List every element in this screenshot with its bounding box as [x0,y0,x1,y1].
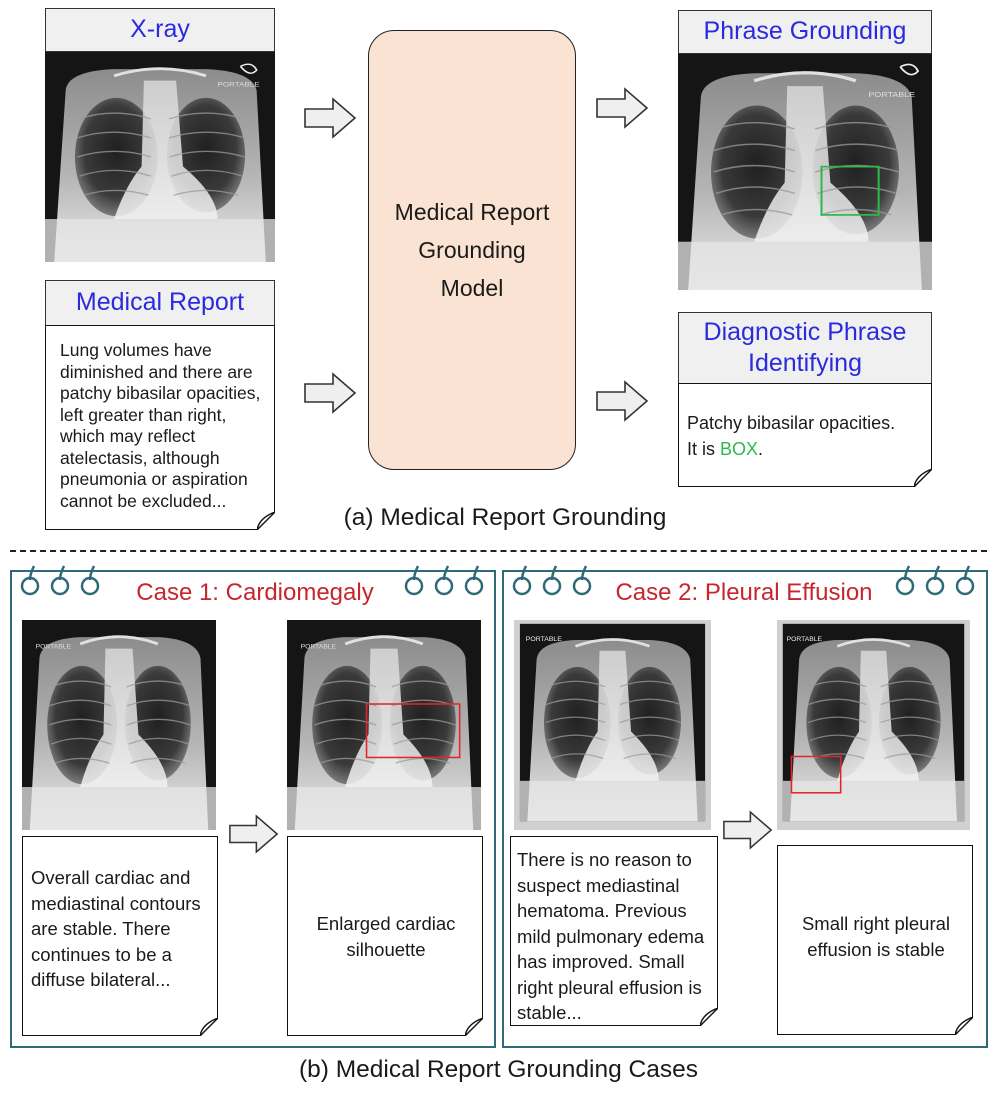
folded-corner-icon [914,469,932,487]
diagnostic-phrase-note: Patchy bibasilar opacities. It is BOX. [678,383,932,487]
xray-tag: PORTABLE [301,644,337,651]
folded-corner-icon [700,1008,718,1026]
spiral-binding-icon [512,565,592,596]
case1-output-xray: PORTABLE [287,620,481,830]
case1-report-note: Overall cardiac and mediastinal contours… [22,836,218,1036]
xray-tag: PORTABLE [218,80,260,88]
case2-report-note: There is no reason to suspect mediastina… [510,836,718,1026]
xray-tag: PORTABLE [526,636,563,643]
xray-tag: PORTABLE [36,644,72,651]
caption-a: (a) Medical Report Grounding [343,504,667,531]
folded-corner-icon [465,1018,483,1036]
folded-corner-icon [257,512,275,530]
right-arrow-icon [304,372,357,414]
case1-report-text: Overall cardiac and mediastinal contours… [31,867,201,990]
right-arrow-icon [304,97,357,139]
right-arrow-icon [596,87,649,129]
case2-title: Case 2: Pleural Effusion [615,579,873,606]
box-token: BOX [720,439,759,459]
diagnostic-phrase-title-text: Diagnostic Phrase Identifying [703,317,907,377]
xray-tag: PORTABLE [869,91,916,99]
grounding-box-green [820,165,880,216]
grounding-box-red [365,703,461,759]
medical-report-title: Medical Report [45,280,275,326]
case1-output-text: Enlarged cardiac silhouette [316,913,456,960]
section-divider [10,550,987,552]
folded-corner-icon [955,1017,973,1035]
xray-title: X-ray [45,8,275,52]
case1-title: Case 1: Cardiomegaly [136,579,374,606]
spiral-binding-icon [895,565,975,596]
right-arrow-icon [596,380,649,422]
medical-report-note: Lung volumes have diminished and there a… [45,325,275,530]
case2-output-xray: PORTABLE [777,620,970,830]
case2-output-note: Small right pleural effusion is stable [777,845,973,1035]
diag-text-line2: It is BOX. [687,439,764,459]
caption-b: (b) Medical Report Grounding Cases [299,1056,698,1083]
right-arrow-icon [723,810,773,850]
right-arrow-icon [229,814,279,854]
case2-output-text: Small right pleural effusion is stable [801,913,951,960]
grounding-box-red [790,755,842,794]
diagnostic-phrase-title: Diagnostic Phrase Identifying [678,312,932,384]
folded-corner-icon [200,1018,218,1036]
model-label: Medical Report Grounding Model [394,199,550,301]
medical-report-text: Lung volumes have diminished and there a… [60,340,261,511]
case1-input-xray: PORTABLE [22,620,216,830]
case2-report-text: There is no reason to suspect mediastina… [517,849,705,1023]
input-xray-image: PORTABLE [45,52,275,262]
case2-input-xray: PORTABLE [514,620,711,830]
case1-output-note: Enlarged cardiac silhouette [287,836,483,1036]
spiral-binding-icon [20,565,100,596]
phrase-grounding-title: Phrase Grounding [678,10,932,54]
spiral-binding-icon [404,565,484,596]
grounding-model-box: Medical Report Grounding Model [368,30,576,470]
phrase-grounding-xray-image: PORTABLE [678,54,932,290]
xray-tag: PORTABLE [787,636,823,643]
diag-text-line1: Patchy bibasilar opacities. [687,413,896,433]
